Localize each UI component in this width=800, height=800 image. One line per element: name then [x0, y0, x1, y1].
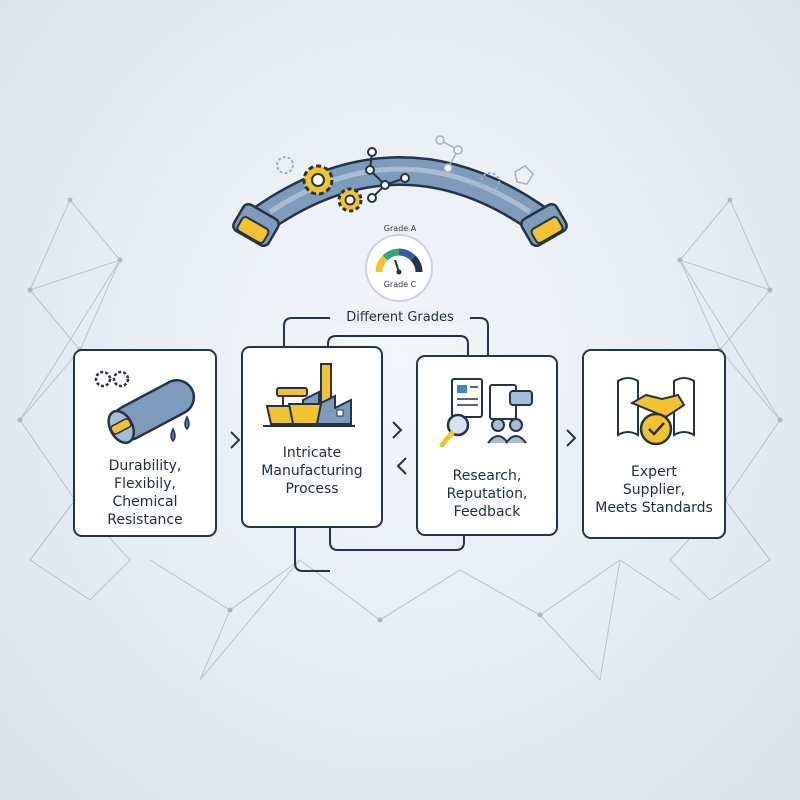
grade-bottom-label: Grade C [383, 280, 417, 289]
molecule-icon [365, 147, 410, 203]
factory-icon [263, 363, 355, 427]
card-research: Research, Reputation, Feedback [416, 355, 558, 536]
arch-pipe-illustration [232, 135, 568, 248]
different-grades-label: Different Grades [330, 310, 470, 325]
card-durability: Durability, Flexibily, Chemical Resistan… [73, 349, 217, 537]
gear-icon [276, 156, 500, 213]
research-icon [439, 378, 533, 448]
card-research-label: Research, Reputation, Feedback [446, 468, 528, 520]
pipe-end-right-icon [520, 202, 568, 248]
card-manufacturing-label: Intricate Manufacturing Process [261, 445, 363, 497]
card-supplier: Expert Supplier, Meets Standards [582, 349, 726, 539]
card-supplier-label: Expert Supplier, Meets Standards [595, 464, 713, 516]
pipe-icon [94, 370, 196, 445]
network-node-icon [435, 135, 534, 185]
handshake-check-icon [617, 377, 695, 446]
pipe-end-left-icon [232, 202, 280, 248]
card-durability-label: Durability, Flexibily, Chemical Resistan… [107, 458, 183, 528]
grade-top-label: Grade A [383, 224, 417, 233]
grade-gauge-icon [375, 248, 423, 275]
card-manufacturing: Intricate Manufacturing Process [241, 346, 383, 528]
